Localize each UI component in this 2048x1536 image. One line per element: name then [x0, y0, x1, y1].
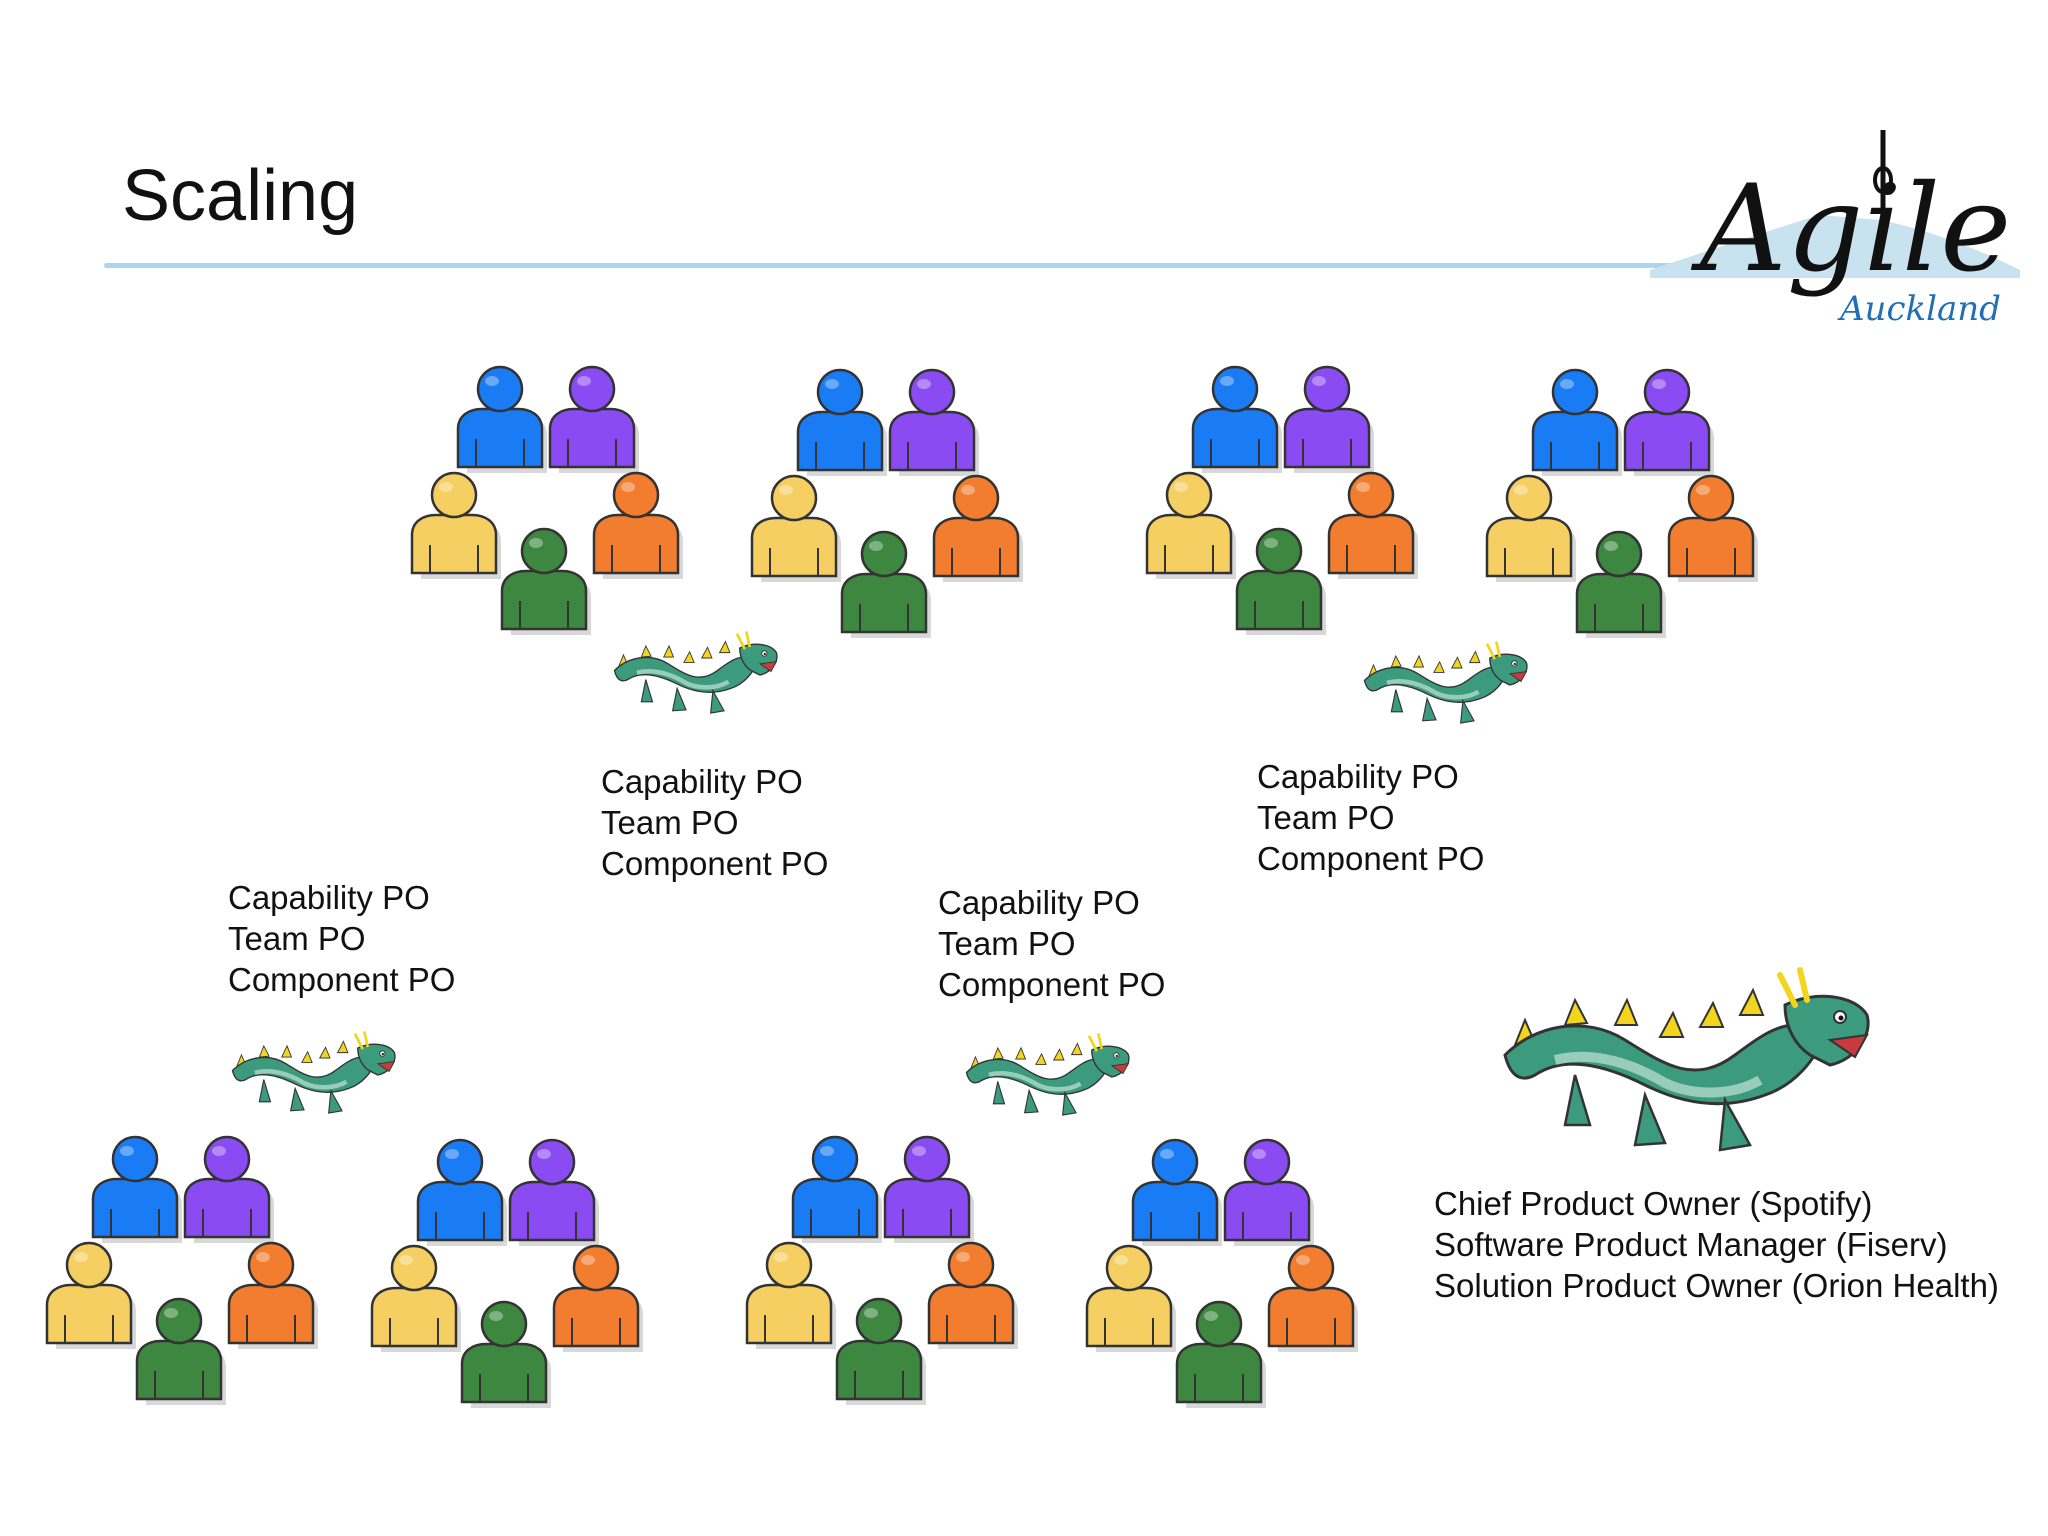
person-icon-orange	[927, 1241, 1018, 1349]
person-icon-green	[500, 527, 591, 635]
person-icon-green	[1575, 530, 1666, 638]
person-icon-orange	[1327, 471, 1418, 579]
po-role-team: Team PO	[601, 804, 739, 841]
person-icon-yellow	[370, 1244, 461, 1352]
dragon-bottom-left	[228, 1030, 398, 1120]
team-graphic	[410, 365, 683, 635]
person-icon-purple	[1283, 365, 1374, 473]
slide-title: Scaling	[122, 156, 359, 236]
person-icon-green	[840, 530, 931, 638]
po-role-capability: Capability PO	[601, 763, 803, 800]
team-graphic	[1085, 1138, 1358, 1408]
person-icon-purple	[888, 368, 979, 476]
team-top-4	[1485, 368, 1765, 638]
team-top-1	[410, 365, 690, 635]
sky-tower-pod	[1873, 166, 1893, 194]
title-divider	[104, 263, 1714, 268]
chief-role-fiserv: Software Product Manager (Fiserv)	[1434, 1226, 1948, 1263]
dragon-top-right	[1360, 640, 1530, 730]
person-icon-yellow	[410, 471, 501, 579]
person-icon-green	[835, 1297, 926, 1405]
dragon-chief	[1495, 965, 1875, 1165]
person-icon-blue	[416, 1138, 507, 1246]
po-role-component: Component PO	[228, 961, 456, 998]
person-icon-blue	[456, 365, 547, 473]
person-icon-purple	[1623, 368, 1714, 476]
person-icon-green	[1175, 1300, 1266, 1408]
person-icon-yellow	[1485, 474, 1576, 582]
po-label-top-right: Capability PO Team PO Component PO	[1257, 756, 1484, 879]
po-role-capability: Capability PO	[938, 884, 1140, 921]
po-role-capability: Capability PO	[228, 879, 430, 916]
dragon-bottom-middle	[962, 1032, 1132, 1122]
skyline-shape	[1650, 215, 2020, 278]
person-icon-blue	[1131, 1138, 1222, 1246]
person-icon-orange	[227, 1241, 318, 1349]
team-graphic	[370, 1138, 643, 1408]
team-bottom-2	[370, 1138, 650, 1408]
dragon-icon	[613, 631, 778, 714]
person-icon-blue	[791, 1135, 882, 1243]
po-role-component: Component PO	[938, 966, 1166, 1003]
person-icon-yellow	[1145, 471, 1236, 579]
team-bottom-1	[45, 1135, 325, 1405]
po-role-capability: Capability PO	[1257, 758, 1459, 795]
po-label-bottom-middle: Capability PO Team PO Component PO	[938, 882, 1165, 1005]
person-icon-purple	[883, 1135, 974, 1243]
person-icon-yellow	[45, 1241, 136, 1349]
team-graphic	[45, 1135, 318, 1405]
team-graphic	[745, 1135, 1018, 1405]
team-graphic	[750, 368, 1023, 638]
dragon-icon	[965, 1033, 1130, 1116]
team-top-3	[1145, 365, 1425, 635]
person-icon-orange	[592, 471, 683, 579]
agile-auckland-logo: Agile Auckland	[1650, 120, 2020, 360]
person-icon-blue	[796, 368, 887, 476]
person-icon-yellow	[745, 1241, 836, 1349]
person-icon-orange	[552, 1244, 643, 1352]
po-label-bottom-left: Capability PO Team PO Component PO	[228, 877, 455, 1000]
po-role-team: Team PO	[228, 920, 366, 957]
person-icon-purple	[508, 1138, 599, 1246]
team-top-2	[750, 368, 1030, 638]
person-icon-yellow	[750, 474, 841, 582]
person-icon-purple	[548, 365, 639, 473]
person-icon-purple	[183, 1135, 274, 1243]
team-graphic	[1485, 368, 1758, 638]
chief-po-label: Chief Product Owner (Spotify) Software P…	[1434, 1183, 1999, 1306]
person-icon-orange	[932, 474, 1023, 582]
logo-graphic: Agile Auckland	[1650, 130, 2020, 329]
dragon-icon	[1503, 967, 1870, 1152]
chief-role-orion: Solution Product Owner (Orion Health)	[1434, 1267, 1999, 1304]
po-role-team: Team PO	[938, 925, 1076, 962]
po-role-component: Component PO	[601, 845, 829, 882]
chief-role-spotify: Chief Product Owner (Spotify)	[1434, 1185, 1873, 1222]
person-icon-green	[460, 1300, 551, 1408]
person-icon-orange	[1267, 1244, 1358, 1352]
team-bottom-3	[745, 1135, 1025, 1405]
person-icon-purple	[1223, 1138, 1314, 1246]
person-icon-green	[1235, 527, 1326, 635]
team-bottom-4	[1085, 1138, 1365, 1408]
person-icon-green	[135, 1297, 226, 1405]
dragon-icon	[1363, 641, 1528, 724]
person-icon-blue	[1191, 365, 1282, 473]
logo-subtitle: Auckland	[1837, 289, 2001, 329]
person-icon-blue	[1531, 368, 1622, 476]
logo-wordmark: Agile	[1690, 160, 2011, 299]
person-icon-yellow	[1085, 1244, 1176, 1352]
person-icon-blue	[91, 1135, 182, 1243]
po-role-team: Team PO	[1257, 799, 1395, 836]
team-graphic	[1145, 365, 1418, 635]
dragon-icon	[231, 1031, 396, 1114]
person-icon-orange	[1667, 474, 1758, 582]
po-role-component: Component PO	[1257, 840, 1485, 877]
dragon-top-left	[610, 630, 780, 720]
po-label-top-left: Capability PO Team PO Component PO	[601, 761, 828, 884]
